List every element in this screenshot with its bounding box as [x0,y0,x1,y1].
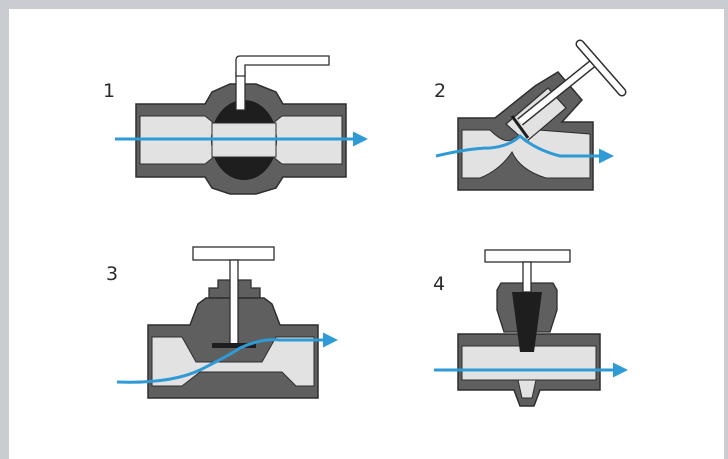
valve-3-stem [229,259,239,345]
valve-3-disc [212,343,256,348]
valve-4-label: 4 [433,273,445,295]
valve-4-stem [522,261,532,293]
valve-1-handle [235,55,330,77]
valve-3-handwheel [192,246,275,261]
valve-1-stem [235,71,246,111]
valve-3-flow-arrow [116,332,338,384]
valve-2-flow-arrow [435,133,614,164]
valve-2-disc [510,115,530,139]
valve-1-label: 1 [103,80,115,102]
valve-3-label: 3 [106,263,118,285]
valve-3-globe-valve: 3 [106,246,338,399]
valve-4-needle [512,292,542,352]
valve-4-needle-valve: 4 [433,249,628,407]
valve-2-bore [461,129,591,179]
valve-2-angled-valve: 2 [434,39,627,191]
valve-1-ball-valve: 1 [103,55,368,195]
valve-2-label: 2 [434,80,446,102]
valve-4-handwheel [484,249,571,263]
